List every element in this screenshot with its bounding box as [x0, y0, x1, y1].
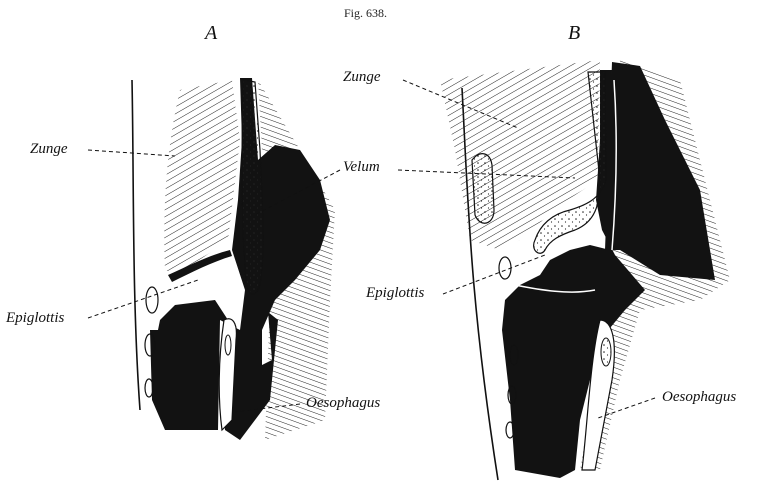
hyoid-dotted-b [472, 154, 494, 224]
figure-title: Fig. 638. [344, 6, 387, 21]
label-epiglottis-b: Epiglottis [366, 286, 424, 301]
panel-a-label: A [205, 22, 217, 45]
cartilage-b-1 [499, 257, 511, 279]
panel-a-drawing [132, 78, 335, 440]
tongue-hatch-a [164, 80, 240, 275]
label-oesophagus-b: Oesophagus [662, 390, 736, 405]
label-epiglottis-a: Epiglottis [6, 311, 64, 326]
label-zunge-a: Zunge [30, 142, 68, 157]
neck-outline-a [132, 80, 140, 410]
panel-b-label: B [568, 22, 580, 45]
label-velum: Velum [343, 160, 380, 175]
label-oesophagus-a: Oesophagus [306, 396, 380, 411]
label-zunge-b: Zunge [343, 70, 381, 85]
panel-b-drawing [440, 60, 730, 480]
cartilage-a-1 [146, 287, 158, 313]
